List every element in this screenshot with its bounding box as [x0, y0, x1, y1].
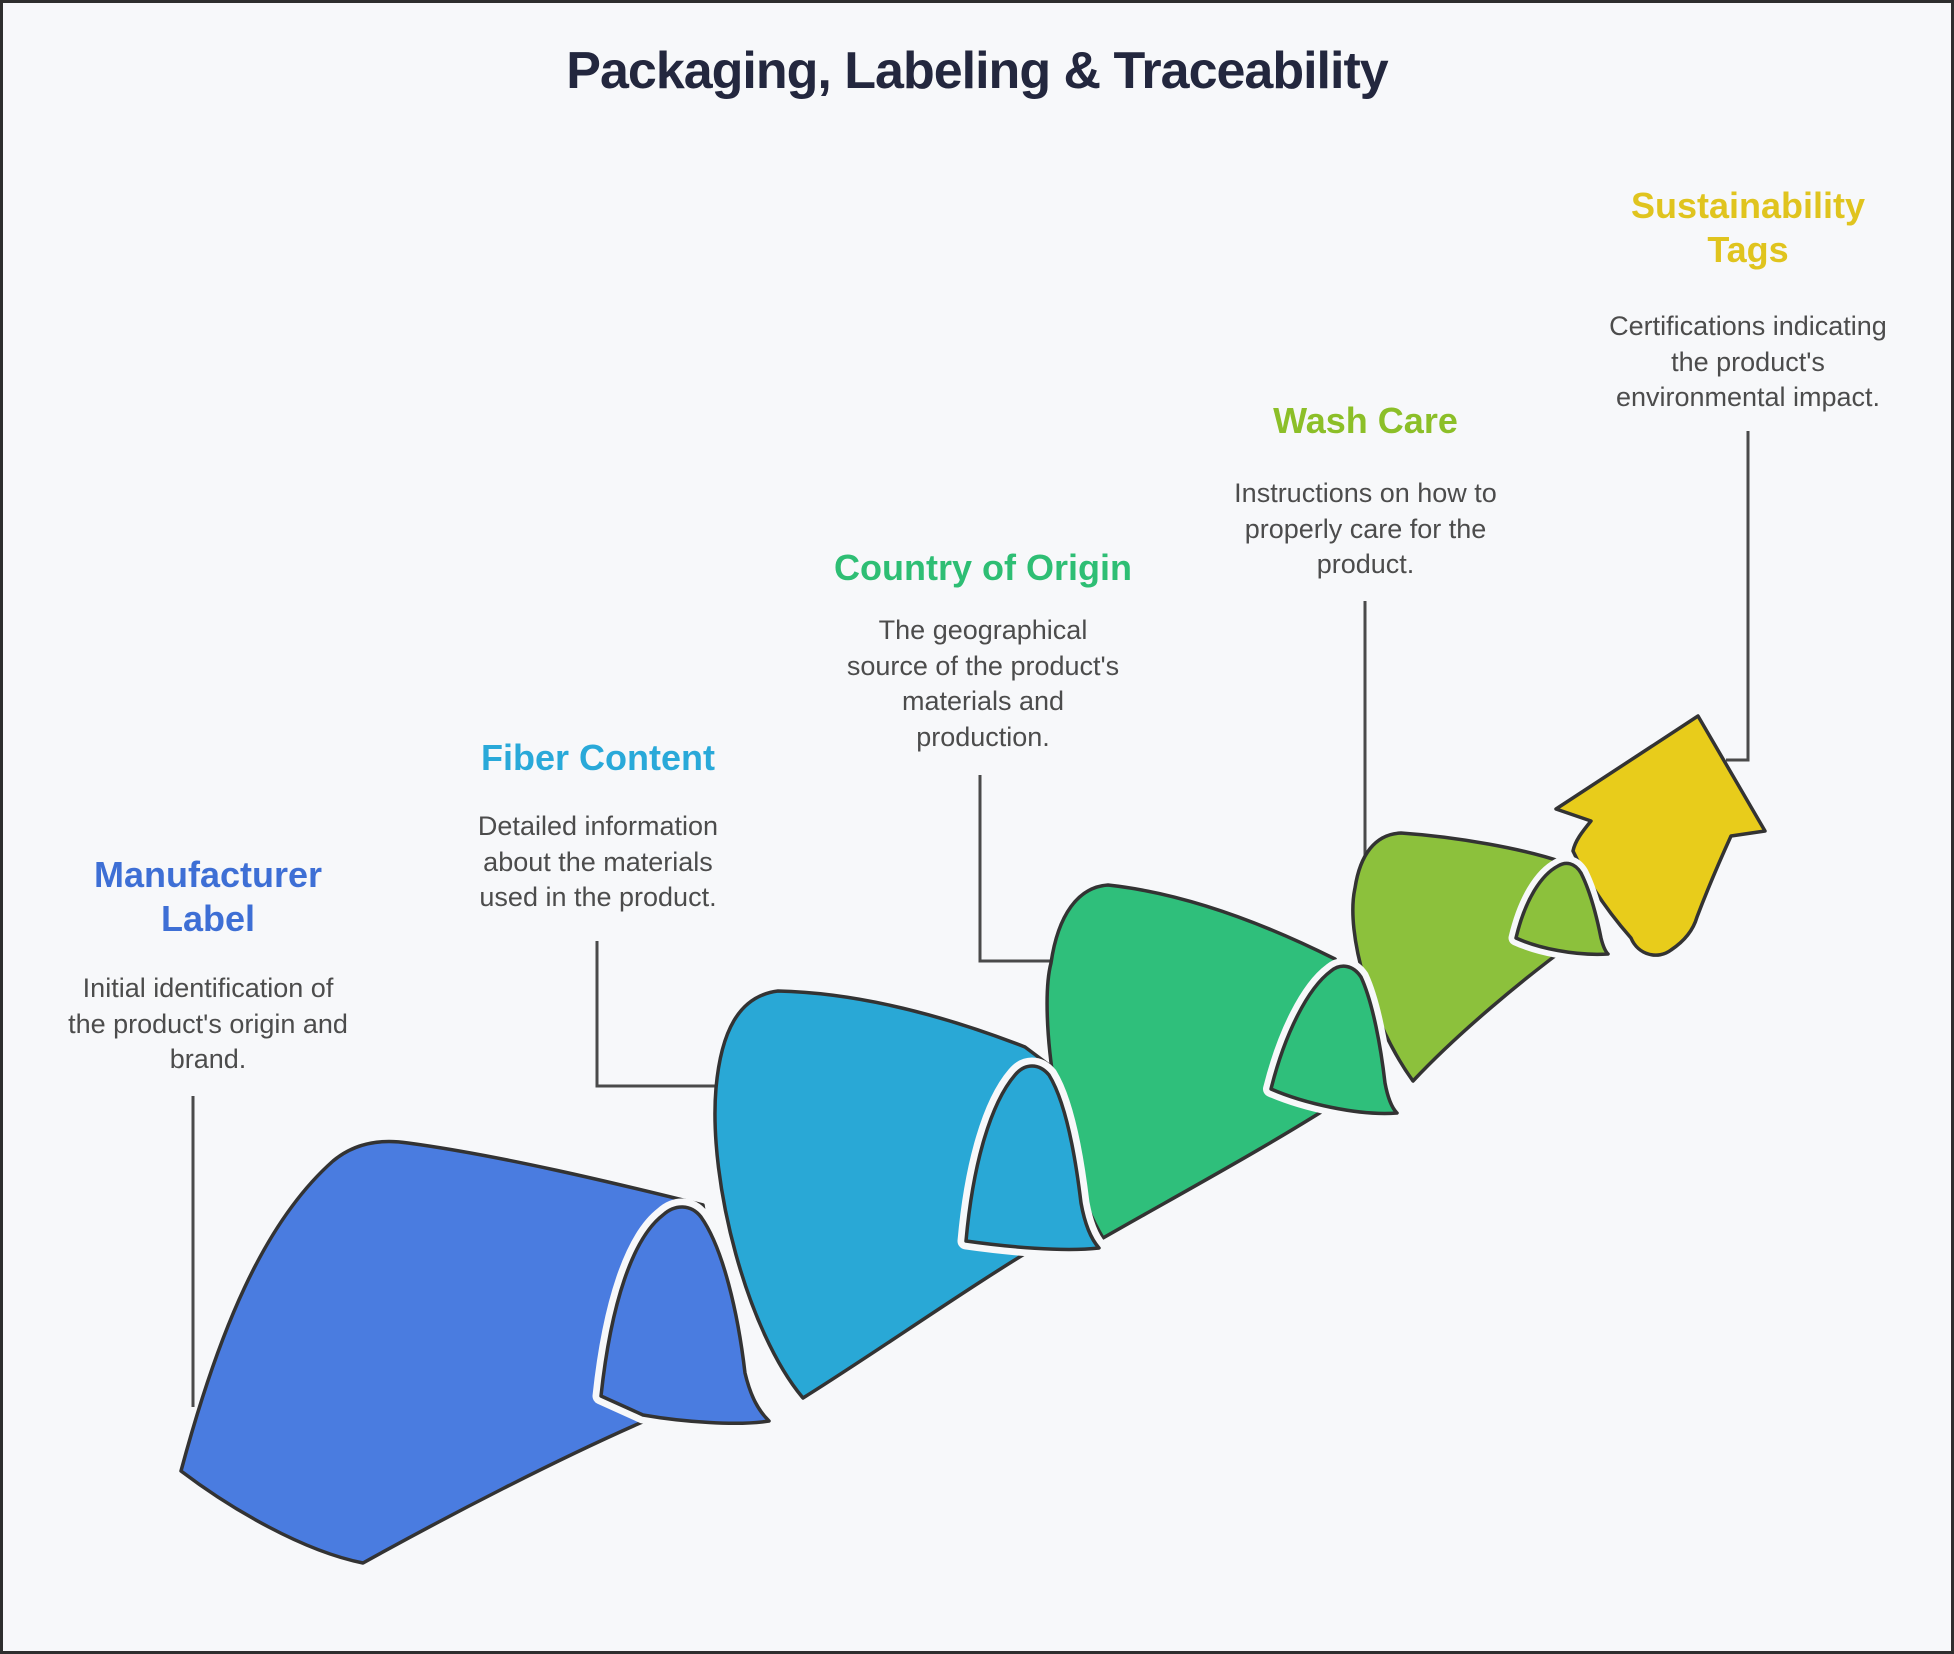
- fold-arch-3: [1263, 958, 1405, 1122]
- step-heading-wash-care: Wash Care: [1273, 400, 1458, 441]
- connector-fiber-content: [595, 941, 716, 1088]
- step-description-fiber-content: Detailed information about the materials…: [477, 811, 719, 913]
- fold-arch-2: [957, 1057, 1108, 1258]
- fold-arch-2-face: [964, 1064, 1101, 1252]
- connector-country-of-origin: [978, 775, 1066, 963]
- fold-arch-4: [1508, 855, 1616, 962]
- step-heading-fiber-content: Fiber Content: [481, 737, 715, 778]
- ribbon-wave-diagram: [179, 431, 1767, 1565]
- step-heading-sustainability-tags: Sustainability Tags: [1630, 185, 1866, 270]
- ribbon-fold-arches: [592, 855, 1616, 1432]
- ribbon-slabs: [179, 714, 1767, 1565]
- step-description-sustainability-tags: Certifications indicating the product's …: [1609, 311, 1887, 413]
- ribbon-arrow-sustainability-tags: [1554, 714, 1767, 957]
- connector-sustainability-tags: [1726, 431, 1750, 762]
- step-description-wash-care: Instructions on how to properly care for…: [1234, 478, 1497, 580]
- ribbon-segment-country-of-origin: [1045, 883, 1356, 1240]
- step-heading-manufacturer-label: Manufacturer Label: [93, 854, 323, 939]
- fold-arch-4-face: [1514, 861, 1610, 957]
- page-title: Packaging, Labeling & Traceability: [566, 42, 1388, 100]
- ribbon-segment-fiber-content: [713, 989, 1058, 1400]
- step-heading-country-of-origin: Country of Origin: [834, 547, 1132, 588]
- step-description-country-of-origin: The geographical source of the product's…: [846, 615, 1120, 752]
- ribbon-segment-wash-care: [1351, 831, 1582, 1083]
- fold-arch-1: [592, 1198, 778, 1432]
- fold-arch-3-face: [1269, 964, 1399, 1116]
- step-description-manufacturer-label: Initial identification of the product's …: [68, 973, 348, 1075]
- fold-arch-1-face: [599, 1205, 771, 1425]
- connector-lines: [191, 431, 1750, 1407]
